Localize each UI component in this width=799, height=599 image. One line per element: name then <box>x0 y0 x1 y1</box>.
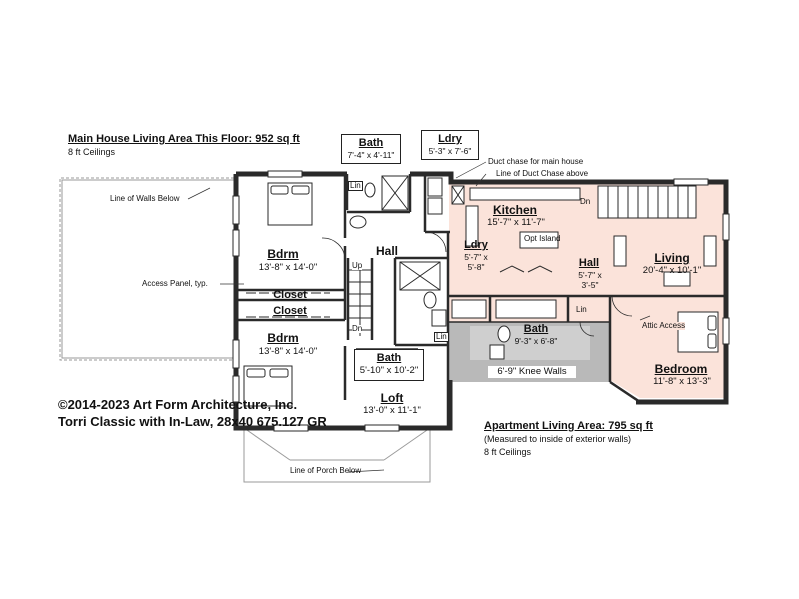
stair-up-label: Up <box>352 261 363 270</box>
bath-top-name: Bath <box>358 137 384 149</box>
living-dims: 20'-4" x 10'-1" <box>642 265 702 276</box>
ldry-apt-dims-1: 5'-7" x <box>464 252 488 262</box>
bdrm-lower-dims: 13'-8" x 14'-0" <box>258 346 318 357</box>
living-furniture <box>613 235 717 287</box>
linen-label-1: Lin <box>348 181 363 191</box>
access-panel-label: Access Panel, typ. <box>142 279 208 288</box>
kitchen-fixtures <box>465 187 581 273</box>
loft-name: Loft <box>380 391 404 405</box>
line-of-duct-chase-label: Line of Duct Chase above <box>496 169 589 178</box>
bedroom-dims: 11'-8" x 13'-3" <box>653 376 711 387</box>
laundry-fixtures <box>427 177 465 215</box>
bath-main-dims: 5'-10" x 10'-2" <box>359 365 419 376</box>
main-ceilings-note: 8 ft Ceilings <box>68 147 116 157</box>
line-of-walls-below-label: Line of Walls Below <box>110 194 180 203</box>
bdrm-upper-dims: 13'-8" x 14'-0" <box>258 262 318 273</box>
bath-top-dims: 7'-4" x 4'-11" <box>347 150 395 160</box>
bath-apt-name: Bath <box>523 323 549 335</box>
hall-apt-dims-1: 5'-7" x <box>578 270 602 280</box>
attic-access-label: Attic Access <box>642 321 686 330</box>
bath-main-callout: Bath 5'-10" x 10'-2" <box>354 349 424 381</box>
stair-down-label: Dn <box>352 324 363 333</box>
ldry-apt-name: Ldry <box>464 239 488 251</box>
duct-chase-label: Duct chase for main house <box>488 157 584 166</box>
linen-label-2: Lin <box>434 332 449 342</box>
bed-lower <box>243 365 293 407</box>
ldry-apt-dims-2: 5'-8" <box>467 262 485 272</box>
apartment-area-title: Apartment Living Area: 795 sq ft <box>484 420 653 432</box>
ldry-top-name: Ldry <box>438 133 462 145</box>
hall-apt-dims-2: 3'-5" <box>581 280 599 290</box>
leader-lines <box>187 161 651 473</box>
closet-2-name: Closet <box>273 305 307 317</box>
walls-below-outline <box>59 177 431 483</box>
knee-walls-label: 6'-9" Knee Walls <box>488 366 576 378</box>
bath-apt-dims: 9'-3" x 6'-8" <box>514 336 558 346</box>
bdrm-upper-name: Bdrm <box>267 247 299 261</box>
kitchen-name: Kitchen <box>492 203 537 217</box>
line-of-porch-below-label: Line of Porch Below <box>290 466 362 475</box>
kitchen-dims: 15'-7" x 11'-7" <box>487 217 545 228</box>
copyright-line-2: Torri Classic with In-Law, 28x40 675.127… <box>58 414 327 429</box>
apartment-measure-note: (Measured to inside of exterior walls) <box>484 434 632 444</box>
closet-bifold <box>246 292 330 318</box>
opt-island-label: Opt Island <box>524 234 561 243</box>
apartment-ceilings-note: 8 ft Ceilings <box>484 447 532 457</box>
bed-apt <box>677 311 719 353</box>
linen-label-3: Lin <box>576 305 587 314</box>
bath-fixtures <box>349 175 557 360</box>
bedroom-name: Bedroom <box>654 362 708 376</box>
main-area-title: Main House Living Area This Floor: 952 s… <box>68 133 300 145</box>
bed-upper <box>267 182 313 226</box>
ldry-top-dims: 5'-3" x 7'-6" <box>428 146 472 156</box>
copyright-line-1: ©2014-2023 Art Form Architecture, Inc. <box>58 397 298 412</box>
ldry-top-callout: Ldry 5'-3" x 7'-6" <box>421 130 479 160</box>
hall-apt-name: Hall <box>578 257 600 269</box>
hall-main-name: Hall <box>375 244 398 258</box>
apt-stair-down-label: Dn <box>580 197 591 206</box>
door-swings <box>321 231 633 337</box>
windows <box>232 170 730 432</box>
interior-walls <box>236 174 726 428</box>
apt-stair <box>597 185 697 219</box>
living-name: Living <box>654 251 690 265</box>
bdrm-lower-name: Bdrm <box>267 331 299 345</box>
loft-dims: 13'-0" x 11'-1" <box>363 405 421 416</box>
bath-main-name: Bath <box>376 352 402 364</box>
closet-1-name: Closet <box>273 289 307 301</box>
bath-top-callout: Bath 7'-4" x 4'-11" <box>341 134 401 164</box>
